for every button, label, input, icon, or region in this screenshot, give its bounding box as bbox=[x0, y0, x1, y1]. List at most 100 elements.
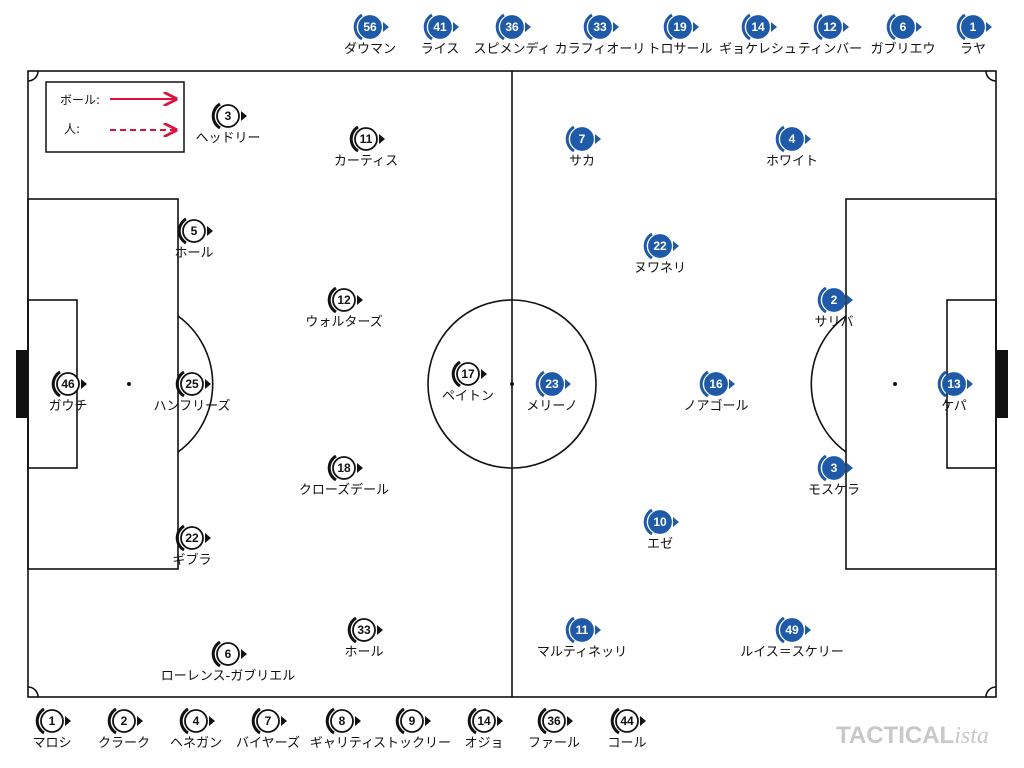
player-number: 13 bbox=[947, 377, 961, 391]
player-number: 22 bbox=[653, 239, 667, 253]
facing-direction-icon bbox=[65, 716, 71, 726]
facing-direction-icon bbox=[209, 716, 215, 726]
player-name: ハンフリーズ bbox=[154, 398, 231, 414]
body-arc-icon bbox=[423, 13, 433, 41]
player-token: 7サカ bbox=[565, 125, 601, 169]
body-arc-icon bbox=[956, 13, 966, 41]
facing-direction-icon bbox=[525, 22, 531, 32]
player-number: 41 bbox=[433, 20, 447, 34]
player-disc bbox=[648, 234, 672, 258]
player-number: 36 bbox=[547, 714, 561, 728]
facing-direction-icon bbox=[771, 22, 777, 32]
right-goal bbox=[996, 350, 1008, 418]
facing-direction-icon bbox=[595, 134, 601, 144]
facing-direction-icon bbox=[967, 379, 973, 389]
player-number: 56 bbox=[363, 20, 377, 34]
body-arc-icon bbox=[51, 370, 61, 398]
facing-direction-icon bbox=[281, 716, 287, 726]
player-name: ヌワネリ bbox=[634, 261, 686, 276]
body-arc-icon bbox=[741, 13, 751, 41]
body-arc-icon bbox=[583, 13, 593, 41]
player-name: オジョ bbox=[464, 736, 503, 751]
player-disc bbox=[746, 15, 770, 39]
body-arc-icon bbox=[177, 217, 187, 245]
facing-direction-icon bbox=[916, 22, 922, 32]
player-name: コール bbox=[607, 736, 646, 751]
legend-box bbox=[45, 81, 185, 153]
player-number: 16 bbox=[709, 377, 723, 391]
player-name: サカ bbox=[569, 154, 595, 169]
player-disc bbox=[780, 618, 804, 642]
right-penalty-arc bbox=[810, 315, 847, 453]
left-penalty-box bbox=[27, 198, 179, 570]
player-disc bbox=[216, 104, 240, 128]
player-disc bbox=[352, 618, 376, 642]
player-name: クローズデール bbox=[299, 482, 389, 498]
player-name: エゼ bbox=[647, 537, 673, 552]
player-number: 25 bbox=[185, 377, 199, 391]
center-circle bbox=[427, 299, 597, 469]
facing-direction-icon bbox=[729, 379, 735, 389]
player-number: 36 bbox=[505, 20, 519, 34]
player-disc bbox=[780, 127, 804, 151]
body-arc-icon bbox=[643, 232, 653, 260]
player-name: ウォルターズ bbox=[305, 314, 382, 330]
right-penalty-spot bbox=[893, 382, 897, 386]
player-name: メリーノ bbox=[526, 399, 577, 414]
corner-arc-tr bbox=[985, 70, 997, 82]
player-number: 4 bbox=[193, 714, 200, 728]
player-name: ギョケレシュ bbox=[719, 42, 797, 57]
player-disc bbox=[216, 642, 240, 666]
facing-direction-icon bbox=[613, 22, 619, 32]
player-disc bbox=[588, 15, 612, 39]
body-arc-icon bbox=[349, 125, 359, 153]
player-name: ホワイト bbox=[766, 154, 818, 169]
player-name: バイヤーズ bbox=[236, 735, 300, 751]
body-arc-icon bbox=[937, 370, 947, 398]
player-disc bbox=[704, 372, 728, 396]
player-disc bbox=[182, 219, 206, 243]
player-token: 18 クローズデール bbox=[299, 454, 389, 498]
player-disc bbox=[961, 15, 985, 39]
left-goal bbox=[16, 350, 28, 418]
player-disc bbox=[56, 372, 80, 396]
body-arc-icon bbox=[886, 13, 896, 41]
player-disc bbox=[570, 127, 594, 151]
facing-direction-icon bbox=[497, 716, 503, 726]
facing-direction-icon bbox=[379, 134, 385, 144]
player-number: 9 bbox=[409, 714, 416, 728]
player-disc bbox=[668, 15, 692, 39]
player-number: 44 bbox=[620, 714, 634, 728]
pitch-spots bbox=[16, 350, 1008, 418]
player-number: 49 bbox=[785, 623, 799, 637]
body-arc-icon bbox=[495, 13, 505, 41]
player-name: クラーク bbox=[98, 736, 150, 751]
player-name: ペイトン bbox=[442, 389, 494, 404]
facing-direction-icon bbox=[425, 716, 431, 726]
player-number: 18 bbox=[337, 461, 351, 475]
body-arc-icon bbox=[395, 707, 405, 735]
player-tokens: 56ダウマン41ライス36スピメンディ33カラフィオーリ19トロサール14ギョケ… bbox=[32, 13, 992, 751]
facing-direction-icon bbox=[241, 111, 247, 121]
body-arc-icon bbox=[663, 13, 673, 41]
body-arc-icon bbox=[537, 707, 547, 735]
player-disc bbox=[818, 15, 842, 39]
facing-direction-icon bbox=[843, 22, 849, 32]
player-name: マルティネッリ bbox=[537, 645, 627, 660]
player-disc bbox=[354, 127, 378, 151]
body-arc-icon bbox=[775, 616, 785, 644]
player-name: ラヤ bbox=[960, 42, 986, 57]
player-disc bbox=[822, 288, 846, 312]
